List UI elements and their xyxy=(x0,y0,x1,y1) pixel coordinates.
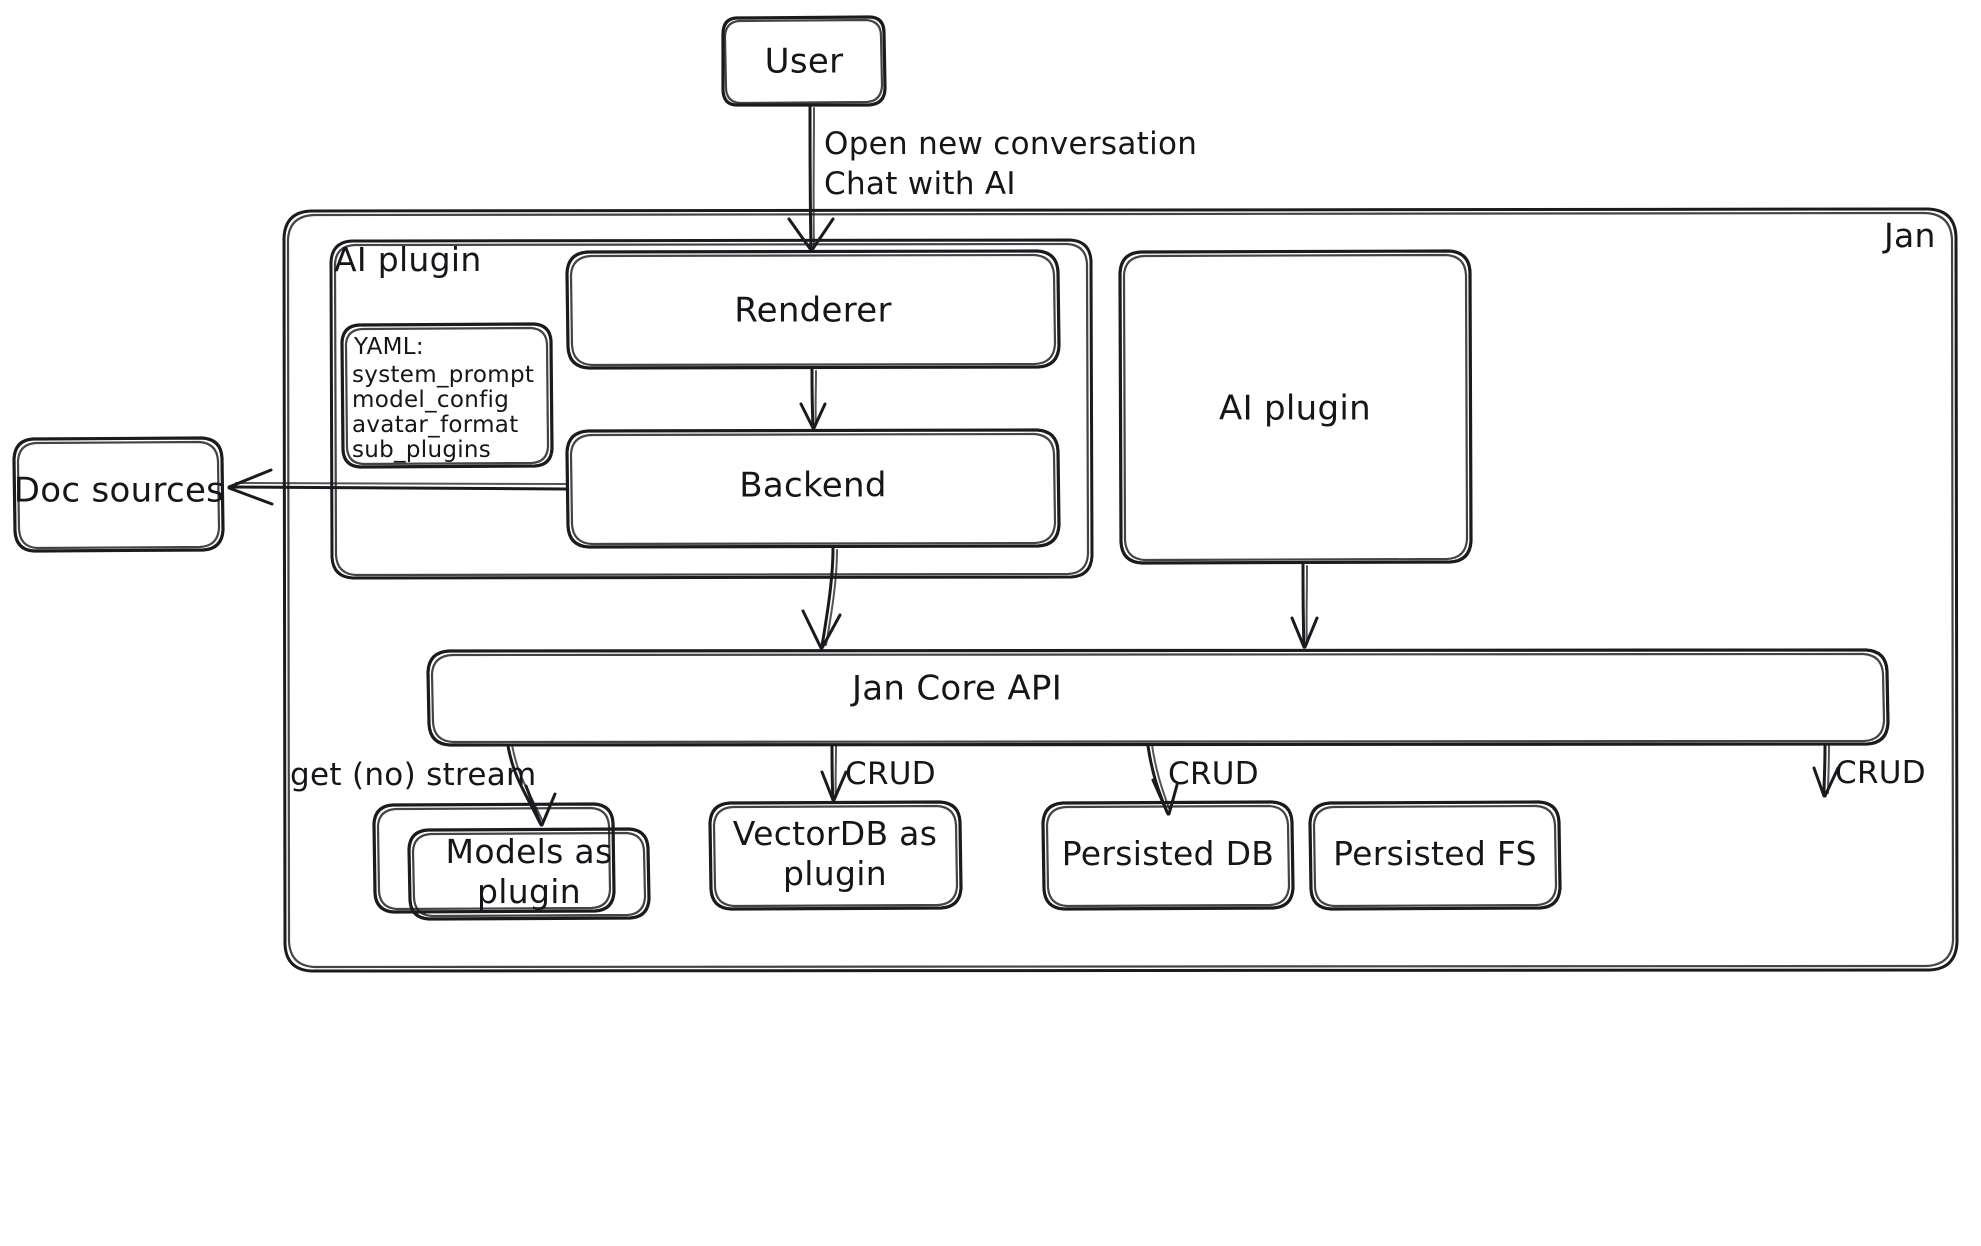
edge-core-api-to-models xyxy=(506,744,557,827)
ai-plugin-box-shape[interactable] xyxy=(1118,249,1473,565)
ai-plugin-group-shape xyxy=(329,238,1094,580)
edge-ai-plugin-to-core-api xyxy=(1290,562,1319,649)
backend-box-shape[interactable] xyxy=(565,428,1061,549)
models-plugin-box-shape[interactable] xyxy=(407,827,651,921)
models-plugin-outer-shape xyxy=(372,802,616,914)
renderer-box-shape[interactable] xyxy=(565,249,1061,370)
edge-backend-to-doc-sources xyxy=(227,468,568,506)
vectordb-plugin-box-shape[interactable] xyxy=(708,800,963,911)
edge-core-api-to-persisted-fs xyxy=(1812,744,1840,798)
edge-user-to-renderer xyxy=(787,104,835,252)
doc-sources-box-shape[interactable] xyxy=(12,436,225,553)
persisted-fs-box-shape[interactable] xyxy=(1308,800,1562,911)
edge-backend-to-core-api xyxy=(801,546,842,650)
edge-core-api-to-vectordb xyxy=(820,744,848,802)
jan-core-api-shape[interactable] xyxy=(426,648,1890,747)
edge-renderer-to-backend xyxy=(799,367,827,430)
yaml-card-shape xyxy=(340,322,554,469)
persisted-db-box-shape[interactable] xyxy=(1041,800,1295,911)
user-box-shape[interactable] xyxy=(721,15,887,107)
edge-core-api-to-persisted-db xyxy=(1146,744,1179,816)
jan-container-shape xyxy=(282,207,1959,973)
